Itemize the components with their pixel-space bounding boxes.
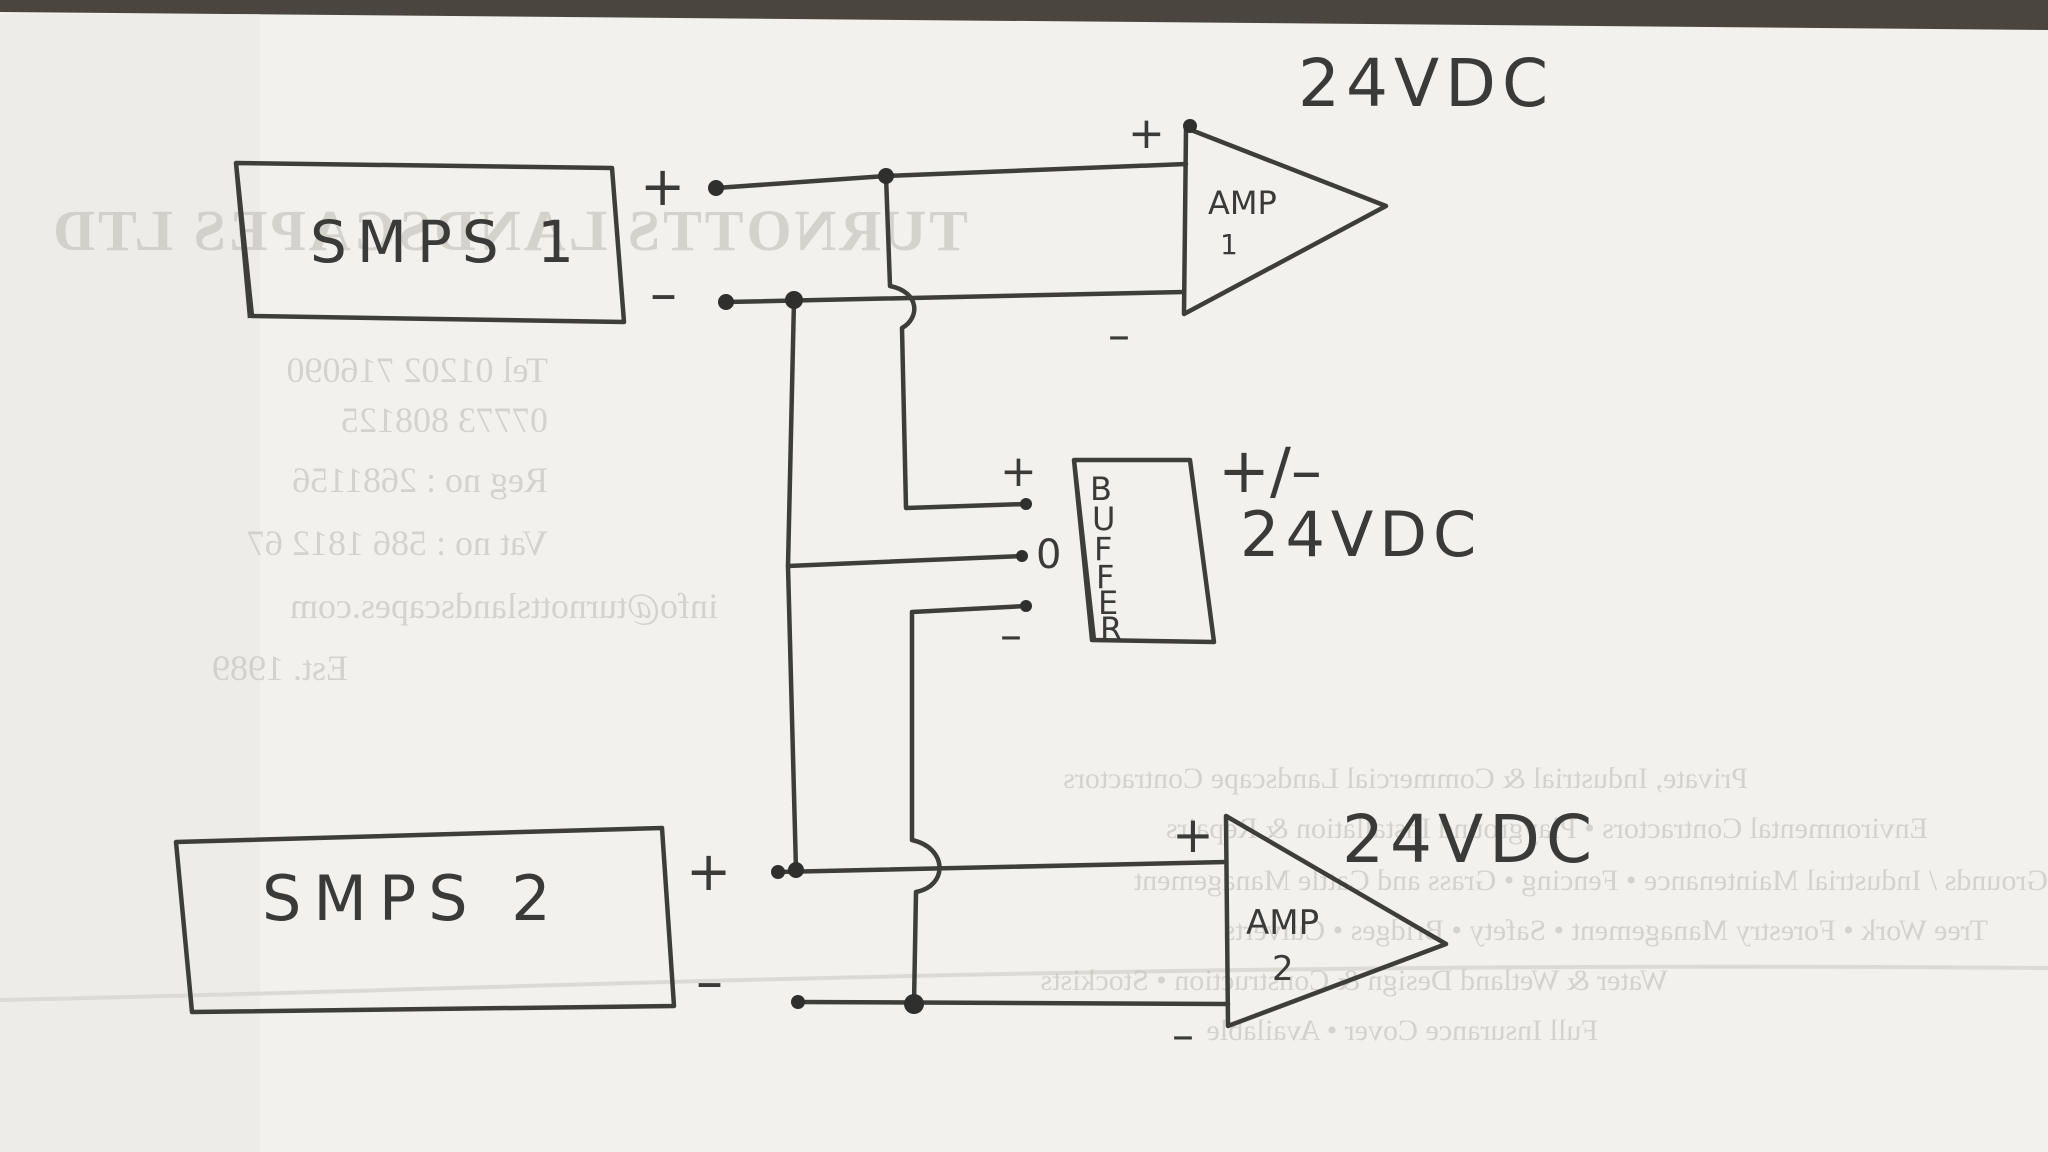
- smps2-plus-terminal: [771, 865, 785, 879]
- ghost-services-2: Environmental Contractors • Playground I…: [1166, 812, 1928, 845]
- wire-plus-to-buffer: [883, 173, 1029, 511]
- smps1-minus-terminal: [718, 294, 734, 310]
- amp1-block: AMP 1 + – 24VDC: [1108, 45, 1554, 361]
- buffer-box: [1071, 457, 1217, 645]
- smps1-block: SMPS 1 + –: [233, 155, 685, 325]
- smps2-plus: +: [686, 840, 731, 903]
- ghost-line-tel: Tel 01202 716090: [287, 350, 548, 390]
- ghost-services-3: Grounds / Industrial Maintenance • Fenci…: [1133, 864, 2048, 897]
- amp1-triangle: [1181, 125, 1389, 317]
- paper-sheet: [0, 12, 2048, 1152]
- amp2-block: AMP 2 + – 24VDC: [1172, 801, 1598, 1061]
- buffer-plus-terminal: [1020, 498, 1032, 510]
- buffer-voltage: 24VDC: [1240, 498, 1482, 571]
- smps1-plus-terminal: [708, 180, 724, 196]
- buffer-voltage-sign: +/–: [1218, 434, 1322, 507]
- smps2-label: SMPS 2: [262, 862, 563, 935]
- junction-amp2-minus: [904, 994, 924, 1014]
- amp1-plus-terminal: [1183, 119, 1197, 133]
- amp1-number: 1: [1220, 228, 1238, 261]
- ghost-services-4: Tree Work • Forestry Management • Safety…: [1224, 914, 1989, 947]
- smps1-minus: –: [650, 262, 677, 325]
- bleed-through-text: TURNOTTS LANDSCAPES LTD Tel 01202 716090…: [50, 198, 2048, 1047]
- wire-ground-to-buffer-zero: [785, 553, 1025, 569]
- buffer-minus-terminal: [1020, 600, 1032, 612]
- amp2-number: 2: [1272, 949, 1294, 989]
- smps2-minus: –: [696, 950, 723, 1013]
- buffer-letter-4: F: [1096, 558, 1114, 596]
- paper-fold: [0, 964, 2048, 1002]
- amp1-voltage: 24VDC: [1298, 45, 1554, 122]
- ghost-company-name: TURNOTTS LANDSCAPES LTD: [50, 198, 968, 263]
- junction-ground-top: [785, 291, 803, 309]
- junction-plus-top: [878, 168, 894, 184]
- smps2-block: SMPS 2 + –: [173, 825, 731, 1015]
- smps1-label: SMPS 1: [310, 208, 584, 276]
- wiring: [713, 161, 1231, 1007]
- ghost-services-1: Private, Industrial & Commercial Landsca…: [1063, 762, 1748, 795]
- buffer-zero: 0: [1036, 532, 1061, 578]
- buffer-letter-2: U: [1092, 500, 1115, 538]
- smps1-plus: +: [640, 155, 685, 218]
- buffer-zero-terminal: [1016, 550, 1028, 562]
- wire-smps2-plus-to-amp2: [775, 859, 1229, 875]
- junctions: [708, 119, 1197, 1014]
- buffer-letter-5: E: [1098, 584, 1118, 622]
- buffer-letter-6: R: [1100, 610, 1122, 648]
- amp1-minus: –: [1108, 310, 1130, 361]
- smps2-minus-terminal: [791, 995, 805, 1009]
- ghost-line-mobile: 07773 808125: [341, 400, 548, 440]
- amp2-triangle: [1223, 813, 1449, 1029]
- ghost-services-6: Full Insurance Cover • Available: [1206, 1014, 1598, 1047]
- smps1-box: [233, 160, 627, 325]
- paper-shadow: [0, 14, 260, 1152]
- junction-smps2-plus: [788, 862, 804, 878]
- buffer-letter-1: B: [1090, 470, 1112, 508]
- ghost-line-reg: Reg no : 2681156: [292, 460, 548, 500]
- buffer-plus: +: [1000, 446, 1037, 497]
- amp2-label: AMP: [1246, 903, 1319, 943]
- amp2-minus: –: [1172, 1010, 1194, 1061]
- amp1-plus: +: [1128, 108, 1165, 159]
- smps2-box: [173, 825, 677, 1015]
- wire-smps2-minus-to-amp2: [795, 999, 1231, 1007]
- amp1-label: AMP: [1208, 184, 1277, 222]
- amp2-plus: +: [1172, 806, 1214, 864]
- buffer-minus: –: [1000, 610, 1022, 661]
- buffer-letter-3: F: [1094, 530, 1112, 568]
- ghost-line-vat: Vat no : 586 1812 67: [247, 523, 548, 563]
- buffer-block: B U F F E R + 0 – +/– 24VDC: [1000, 434, 1482, 661]
- ghost-line-est: Est. 1989: [212, 648, 348, 688]
- ghost-line-email: info@turnottslandscapes.com: [290, 586, 718, 626]
- wire-buffer-minus-to-amp2: [909, 603, 1029, 1007]
- amp2-voltage: 24VDC: [1342, 801, 1598, 878]
